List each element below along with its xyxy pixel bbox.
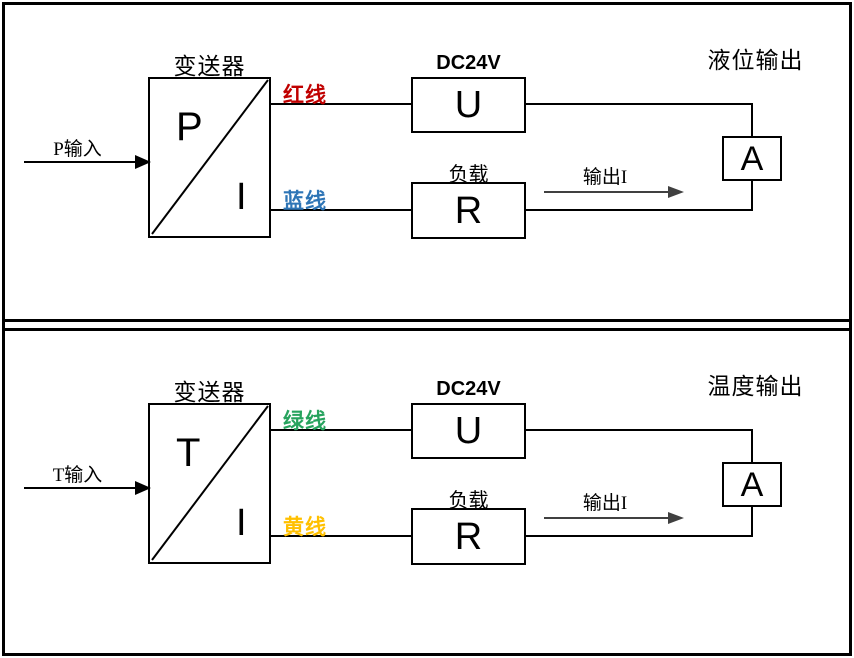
panel-title-temperature: 温度输出: [707, 374, 804, 399]
panel-temperature: 变送器 T I T输入 绿线 黄线 DC24V U 负载 R 输出I A 温度输…: [5, 331, 849, 647]
voltage-source-box: U: [411, 403, 526, 459]
bottom-wire-color-label: 黄线: [283, 516, 327, 539]
transmitter-box: P I: [148, 77, 271, 238]
output-current-arrowhead: [668, 512, 684, 524]
panel-divider-bottom-line: [5, 328, 849, 331]
transmitter-label: 变送器: [173, 380, 246, 405]
load-resistor-box: R: [411, 182, 526, 239]
load-resistor-symbol: R: [454, 515, 483, 558]
transmitter-label: 变送器: [173, 54, 246, 79]
output-current-arrowhead: [668, 186, 684, 198]
bottom-wire-color-label: 蓝线: [283, 190, 327, 213]
load-resistor-box: R: [411, 508, 526, 565]
voltage-source-symbol: U: [454, 410, 483, 452]
input-signal-label: P输入: [53, 139, 102, 160]
transmitter-input-symbol: P: [176, 105, 203, 149]
ammeter-to-load-wire: [526, 181, 753, 211]
ammeter-box: A: [722, 136, 782, 181]
input-arrowhead: [135, 481, 151, 495]
wiring-lines-svg: [24, 405, 753, 561]
load-label: 负载: [448, 490, 489, 512]
transmitter-output-symbol: I: [236, 502, 247, 544]
supply-to-ammeter-wire: [526, 429, 753, 462]
power-supply-label: DC24V: [436, 378, 501, 400]
transmitter-box: T I: [148, 403, 271, 564]
panel-title-liquid-level: 液位输出: [707, 48, 804, 73]
input-arrowhead: [135, 155, 151, 169]
panel-liquid-level: 变送器 P I P输入 红线 蓝线 DC24V U 负载 R 输出I A 液位输…: [5, 5, 849, 321]
wiring-lines-svg: [24, 79, 753, 235]
ammeter-symbol: A: [740, 139, 764, 178]
input-signal-label: T输入: [52, 465, 103, 486]
top-wire-color-label: 绿线: [283, 410, 327, 433]
top-wire-color-label: 红线: [283, 84, 327, 107]
panel-divider-top-line: [5, 319, 849, 322]
ammeter-box: A: [722, 462, 782, 507]
voltage-source-box: U: [411, 77, 526, 133]
supply-to-ammeter-wire: [526, 103, 753, 136]
transmitter-diagonal-line: [151, 405, 269, 561]
power-supply-label: DC24V: [436, 52, 501, 74]
transmitter-diagonal-line: [151, 79, 269, 235]
transmitter-output-symbol: I: [236, 176, 247, 218]
output-current-label: 输出I: [582, 493, 628, 514]
transmitter-input-symbol: T: [176, 431, 201, 475]
voltage-source-symbol: U: [454, 84, 483, 126]
ammeter-to-load-wire: [526, 507, 753, 537]
output-current-label: 输出I: [582, 167, 628, 188]
load-label: 负载: [448, 164, 489, 186]
load-resistor-symbol: R: [454, 189, 483, 232]
ammeter-symbol: A: [740, 465, 764, 504]
